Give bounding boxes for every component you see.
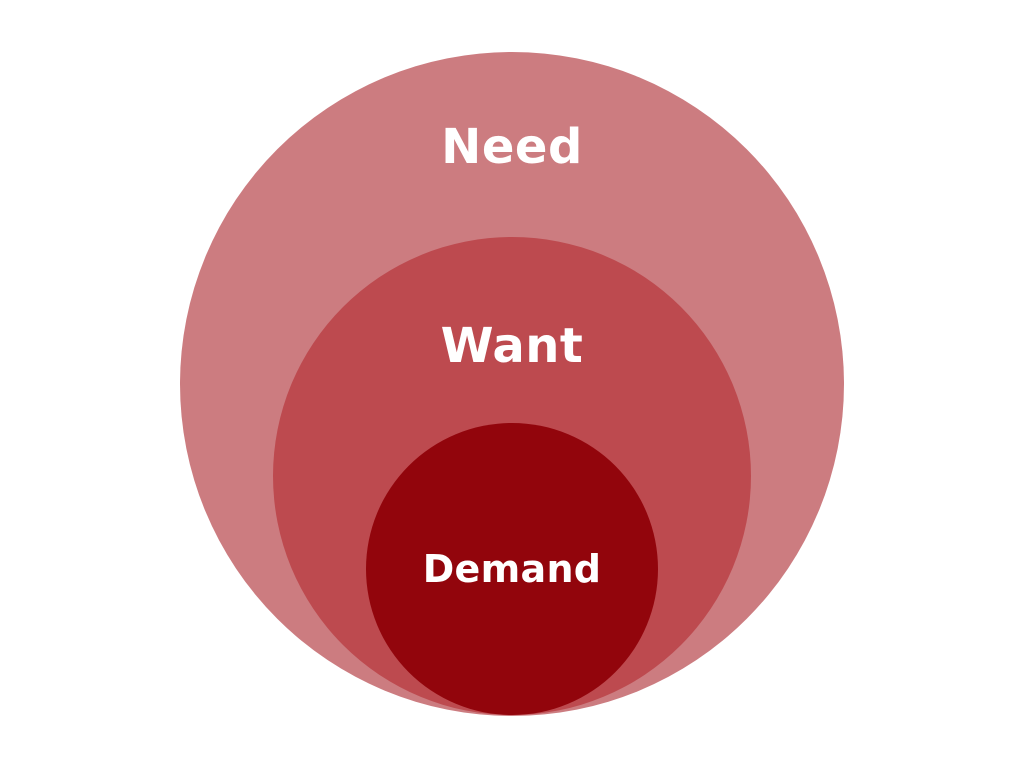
need-label: Need (441, 119, 583, 175)
demand-label: Demand (422, 547, 602, 591)
demand-circle (366, 423, 658, 715)
want-label: Want (440, 318, 584, 374)
